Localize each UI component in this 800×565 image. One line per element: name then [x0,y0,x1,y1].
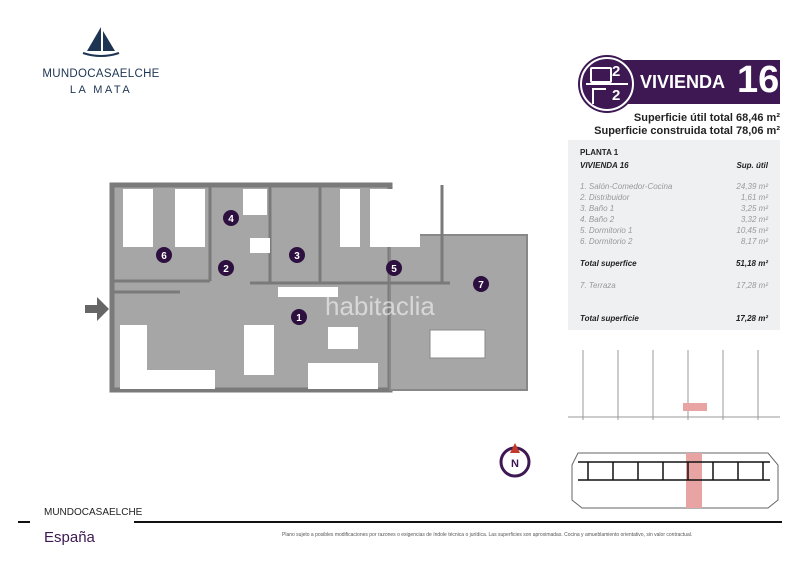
rooms-badge: 2 2 [580,57,634,111]
entrance-arrow-icon [85,297,109,321]
footer-brand: MUNDOCASAELCHE [44,507,143,518]
room-label-1: 1 [291,309,307,325]
bed-icon [590,67,612,83]
unit-title: VIVIENDA [640,72,726,92]
unit-highlight [683,403,707,411]
room-label-5: 5 [386,260,402,276]
unit-number: 16 [737,59,780,101]
footer-country: España [44,529,95,546]
svg-text:3: 3 [294,251,300,262]
terrace [389,234,528,391]
building-site-plan [571,452,779,509]
divider [134,521,782,523]
svg-text:2: 2 [223,264,229,275]
svg-text:5: 5 [391,264,397,275]
watermark: habitaclia [325,291,435,321]
bedroom-count: 2 [612,63,621,80]
bathroom-count: 2 [612,87,621,104]
sailboat-icon [82,27,120,57]
room-label-2: 2 [218,260,234,276]
shower-icon [592,88,606,104]
divider [18,521,30,523]
room-label-3: 3 [289,247,305,263]
compass-icon: N [499,443,531,478]
superficie-util: Superficie útil total 68,46 m² [633,112,780,124]
svg-text:4: 4 [228,214,234,225]
svg-text:N: N [511,458,519,470]
room-label-6: 6 [156,247,172,263]
disclaimer: Plano sujeto a posibles modificaciones p… [282,532,693,538]
svg-text:7: 7 [478,280,484,291]
floor-plan: habitaclia 1 2 3 4 5 6 7 [85,181,528,395]
building-elevation [568,350,780,420]
room-label-7: 7 [473,276,489,292]
svg-text:1: 1 [296,313,302,324]
superficie-construida: Superficie construida total 78,06 m² [594,125,780,137]
floor-label: PLANTA 1 [580,148,619,157]
logo-brand: MUNDOCASAELCHE [42,68,160,80]
company-logo: MUNDOCASAELCHE LA MATA [36,25,166,96]
room-label-4: 4 [223,210,239,226]
svg-text:6: 6 [161,251,167,262]
logo-location: LA MATA [69,84,133,96]
